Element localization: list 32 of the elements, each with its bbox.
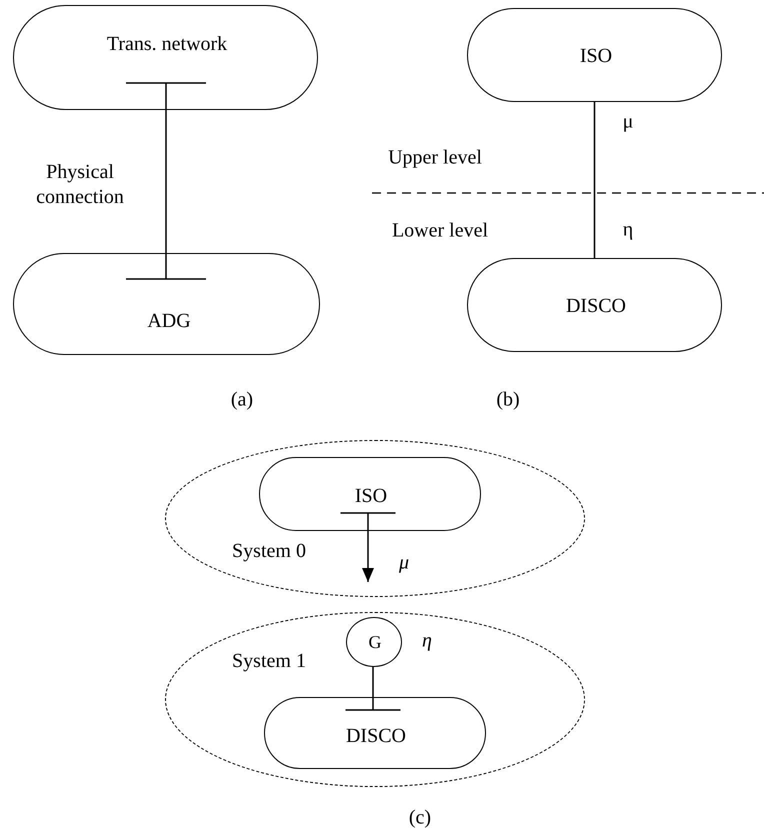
panel-label: (b) xyxy=(496,388,520,412)
node-label: G xyxy=(368,633,382,653)
node-label: System 0 xyxy=(232,540,306,562)
node-label: System 1 xyxy=(232,650,306,672)
rounded-box xyxy=(13,253,320,355)
dashed-ellipse xyxy=(165,440,585,597)
parameter-symbol: η xyxy=(422,628,432,654)
node-label: Trans. network xyxy=(106,33,228,55)
level-label: Upper level xyxy=(388,146,482,170)
node-label: DISCO xyxy=(346,725,406,747)
rounded-box xyxy=(13,5,318,110)
rounded-box xyxy=(467,8,722,102)
parameter-symbol: μ xyxy=(398,550,410,576)
annotation: Physical connection xyxy=(35,160,125,210)
connector-line xyxy=(125,82,207,280)
panel-label: (c) xyxy=(408,806,432,830)
connector-line xyxy=(344,666,402,711)
panel-label: (a) xyxy=(230,388,254,412)
level-label: Lower level xyxy=(392,218,488,244)
arrow xyxy=(340,512,396,582)
connector-line xyxy=(594,102,596,258)
node-label: ADG xyxy=(147,310,191,332)
node-label: ISO xyxy=(580,45,612,67)
rounded-box xyxy=(467,258,722,352)
rounded-box xyxy=(259,457,481,531)
node-label: DISCO xyxy=(566,295,626,317)
parameter-symbol: μ xyxy=(622,110,634,134)
parameter-symbol: η xyxy=(622,218,634,242)
dashed-ellipse xyxy=(165,612,585,787)
circle-node xyxy=(346,617,402,667)
node-label: ISO xyxy=(354,485,388,507)
rounded-box xyxy=(264,697,486,769)
